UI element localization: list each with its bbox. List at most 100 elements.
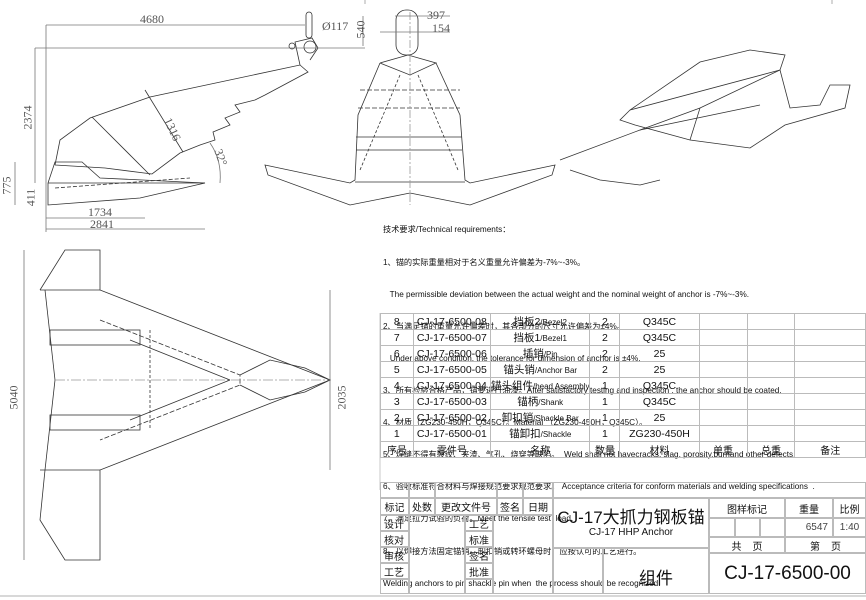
scale-label: 比例 [833, 498, 866, 518]
part-name-cn: 锚头销 [503, 364, 535, 376]
rev-cell [409, 482, 435, 498]
part-no: 7 [380, 329, 414, 346]
mark-cell [709, 518, 735, 537]
part-unit-weight [698, 313, 748, 330]
part-qty: 2 [589, 329, 621, 346]
part-name: 挡板2/Bezel2 [489, 313, 591, 330]
part-no: 4 [380, 377, 414, 394]
dim-411: 411 [23, 188, 38, 207]
plan-view [23, 249, 332, 561]
side-view [14, 11, 365, 232]
dim-1734: 1734 [88, 205, 112, 219]
role-design: 设计 [380, 515, 409, 531]
mark-cell [735, 518, 760, 537]
part-name-en: /Anchor Bar [534, 366, 578, 375]
header-cell: 名称 [489, 441, 591, 458]
part-no: 2 [380, 409, 414, 426]
part-remark [794, 329, 866, 346]
scale-value: 1:40 [833, 518, 866, 537]
title-cn: CJ-17大抓力钢板锚 [557, 507, 705, 527]
part-name: 挡板1/Bezel1 [489, 329, 591, 346]
part-name-cn: 锚柄 [517, 396, 539, 408]
requirement-line: 1、锚的实际重量相对于名义重量允许偏差为-7%~-3%。 [383, 257, 586, 267]
part-type: 组件 [603, 548, 709, 594]
part-qty: 1 [589, 425, 621, 442]
part-total-weight [746, 425, 796, 442]
part-name-en: /Shackle [540, 430, 572, 439]
part-unit-weight [698, 425, 748, 442]
part-remark [794, 425, 866, 442]
rev-header: 签名 [497, 498, 523, 515]
header-cell: 材料 [619, 441, 700, 458]
page-number: 第 页 [785, 537, 866, 553]
requirement-line: 7、满足拉力试验的负荷。Meet the tensile test load. [383, 514, 574, 524]
part-total-weight [746, 393, 796, 410]
part-name: 锚卸扣/Shackle [489, 425, 591, 442]
part-name: 插销/Pin [489, 345, 591, 362]
part-name: 锚头销/Anchor Bar [489, 361, 591, 378]
drawing-title: CJ-17大抓力钢板锚 CJ-17 HHP Anchor [553, 498, 709, 548]
part-name: 锚头组件/head Assembly [489, 377, 591, 394]
part-name-cn: 挡板2 [513, 316, 541, 328]
part-code: CJ-17-6500-01 [412, 425, 491, 442]
part-qty: 1 [589, 409, 621, 426]
parts-header-row: 序号 零件号 名称 数量 材料 单重 总重 备注 [380, 441, 866, 458]
dim-397: 397 [427, 8, 445, 22]
part-total-weight [746, 329, 796, 346]
sign-area [493, 515, 553, 594]
role-process: 工艺 [380, 563, 409, 579]
dim-height: 2374 [20, 105, 35, 130]
header-cell: 数量 [589, 441, 621, 458]
part-name-en: /Bezel2 [540, 318, 567, 327]
rev-header: 标记 [380, 498, 409, 515]
dim-plan-length: 5040 [6, 385, 21, 410]
dim-plan-width: 2035 [334, 385, 349, 410]
part-code: CJ-17-6500-08 [412, 313, 491, 330]
dim-2841: 2841 [90, 217, 114, 231]
header-cell: 零件号 [412, 441, 491, 458]
part-no: 5 [380, 361, 414, 378]
dim-length: 4680 [140, 12, 164, 26]
role-approve: 批准 [465, 563, 493, 579]
dim-shackle-dia: Ø117 [322, 19, 349, 33]
rev-cell [497, 482, 523, 498]
part-total-weight [746, 377, 796, 394]
weight-label: 重量 [785, 498, 833, 518]
part-material: Q345C [619, 393, 700, 410]
weight-value: 6547 [785, 518, 833, 537]
part-name-en: /Shank [538, 398, 564, 407]
part-qty: 1 [589, 377, 621, 394]
header-cell: 总重 [746, 441, 796, 458]
part-no: 3 [380, 393, 414, 410]
dim-775: 775 [0, 176, 14, 195]
role-review: 审核 [380, 547, 409, 563]
part-name-cn: 插销 [522, 348, 544, 360]
requirement-line: The permissible deviation between the ac… [383, 289, 749, 299]
drawing-number: CJ-17-6500-00 [709, 553, 866, 594]
part-name: 锚柄/Shank [489, 393, 591, 410]
part-code: CJ-17-6500-07 [412, 329, 491, 346]
iso-view [559, 49, 851, 186]
part-qty: 2 [589, 361, 621, 378]
part-name-en: /Shackle Bar [533, 414, 579, 423]
mark-cell [760, 518, 785, 537]
part-material: Q345C [619, 377, 700, 394]
requirement-line: 6、验收标准符合材料与焊接规范要求规范要求。 Acceptance criter… [383, 482, 815, 492]
drawing-mark-label: 图样标记 [709, 498, 785, 518]
part-code: CJ-17-6500-04 [412, 377, 491, 394]
part-name-cn: 锚卸扣 [509, 428, 541, 440]
part-remark [794, 377, 866, 394]
part-total-weight [746, 409, 796, 426]
part-total-weight [746, 345, 796, 362]
part-no: 6 [380, 345, 414, 362]
part-total-weight [746, 313, 796, 330]
part-name-en: /head Assembly [532, 382, 590, 391]
part-unit-weight [698, 377, 748, 394]
part-unit-weight [698, 329, 748, 346]
